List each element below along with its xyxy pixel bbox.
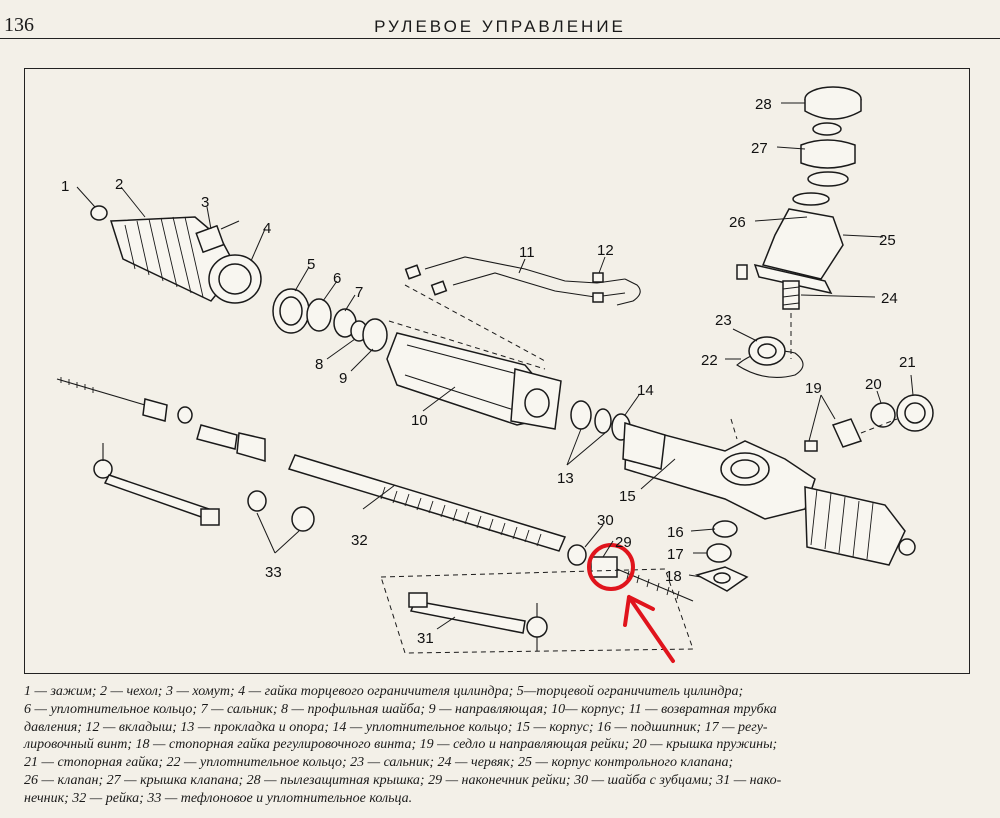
callout-3: 3: [201, 194, 209, 211]
ring-6-drawing: [306, 298, 332, 332]
callout-28: 28: [755, 96, 772, 113]
caption-line: давления; 12 — вкладыш; 13 — прокладка и…: [24, 719, 768, 735]
callout-10: 10: [411, 412, 428, 429]
gasket-13-drawing: [570, 400, 592, 430]
exploded-view-drawing: 1 2 3 4 5 6 7 8 9 10 11 12 13 14 15 16 1…: [56, 86, 934, 663]
callout-24: 24: [881, 290, 898, 307]
callout-7: 7: [355, 284, 363, 301]
page-header: 136 РУЛЕВОЕ УПРАВЛЕНИЕ: [0, 0, 1000, 40]
boot-assembly: [90, 205, 262, 304]
callout-6: 6: [333, 270, 341, 287]
tie-rod-left: [93, 443, 315, 532]
callout-29: 29: [615, 534, 632, 551]
caption-line: 6 — уплотнительное кольцо; 7 — сальник; …: [24, 701, 777, 717]
guide-9-drawing: [362, 318, 388, 352]
callout-25: 25: [879, 232, 896, 249]
callout-13: 13: [557, 470, 574, 487]
gear-housing-15: [570, 400, 916, 566]
callout-16: 16: [667, 524, 684, 541]
callout-20: 20: [865, 376, 882, 393]
callout-27: 27: [751, 140, 768, 157]
collar-3-drawing: [195, 224, 225, 254]
tie-rod-end-31: [380, 568, 694, 654]
callout-8: 8: [315, 356, 323, 373]
rack-guide-assembly: [804, 394, 934, 452]
caption-line: 1 — зажим; 2 — чехол; 3 — хомут; 4 — гай…: [24, 684, 744, 699]
callout-9: 9: [339, 370, 347, 387]
caption-line: лировочный винт; 18 — стопорная гайка ре…: [24, 737, 778, 753]
callout-15: 15: [619, 488, 636, 505]
callout-4: 4: [263, 220, 271, 237]
valve-26-drawing: [792, 192, 830, 206]
ring-33b-drawing: [291, 506, 315, 532]
caption-line: нечник; 32 — рейка; 33 — тефлоновое и уп…: [24, 790, 413, 806]
valve-housing-25-drawing: [761, 208, 844, 280]
callout-14: 14: [637, 382, 654, 399]
callout-11: 11: [519, 244, 535, 261]
valve-cover-27-drawing: [800, 139, 856, 169]
bearing-16-drawing: [712, 520, 738, 538]
callout-18: 18: [665, 568, 682, 585]
callout-2: 2: [115, 176, 123, 193]
ring-33a-drawing: [247, 490, 267, 512]
return-tube-11: [404, 256, 641, 362]
callout-labels: 1 2 3 4 5 6 7 8 9 10 11 12 13 14 15 16 1…: [61, 96, 916, 647]
callout-33: 33: [265, 564, 282, 581]
caption-line: 21 — стопорная гайка; 22 — уплотнительно…: [24, 755, 734, 771]
inner-tie-rod: [56, 377, 266, 462]
callout-23: 23: [715, 312, 732, 329]
cylinder-housing-10: [386, 320, 562, 430]
rack-guide-19-drawing: [831, 418, 863, 448]
seal-22-23: [736, 336, 804, 378]
callout-21: 21: [899, 354, 916, 371]
exploded-view-figure: 1 2 3 4 5 6 7 8 9 10 11 12 13 14 15 16 1…: [24, 68, 970, 674]
right-boot-drawing: [804, 486, 906, 566]
rack-32: [287, 454, 694, 602]
toothed-washer-30-drawing: [567, 544, 587, 566]
callout-22: 22: [701, 352, 718, 369]
insert-12-drawing: [592, 272, 604, 283]
callout-19: 19: [805, 380, 822, 397]
spring-cover-20-drawing: [870, 402, 896, 428]
clamp-1-drawing: [90, 205, 108, 221]
callout-12: 12: [597, 242, 614, 259]
seal-rings: [272, 288, 388, 352]
callout-32: 32: [351, 532, 368, 549]
rack-end-29-drawing: [590, 556, 618, 578]
caption-line: 26 — клапан; 27 — крышка клапана; 28 — п…: [24, 772, 782, 788]
callout-5: 5: [307, 256, 315, 273]
highlight-arrow: [623, 595, 675, 663]
callout-26: 26: [729, 214, 746, 231]
adjusting-parts: [695, 520, 749, 592]
page-number: 136: [4, 14, 34, 36]
control-valve-assembly: [736, 86, 862, 359]
callout-17: 17: [667, 546, 684, 563]
running-title: РУЛЕВОЕ УПРАВЛЕНИЕ: [374, 17, 626, 36]
callout-30: 30: [597, 512, 614, 529]
callout-31: 31: [417, 630, 434, 647]
callout-1: 1: [61, 178, 69, 195]
leader-lines: [76, 102, 914, 630]
header-rule: [0, 38, 1000, 39]
figure-caption: 1 — зажим; 2 — чехол; 3 — хомут; 4 — гай…: [24, 683, 974, 808]
adjusting-screw-17-drawing: [706, 543, 732, 563]
